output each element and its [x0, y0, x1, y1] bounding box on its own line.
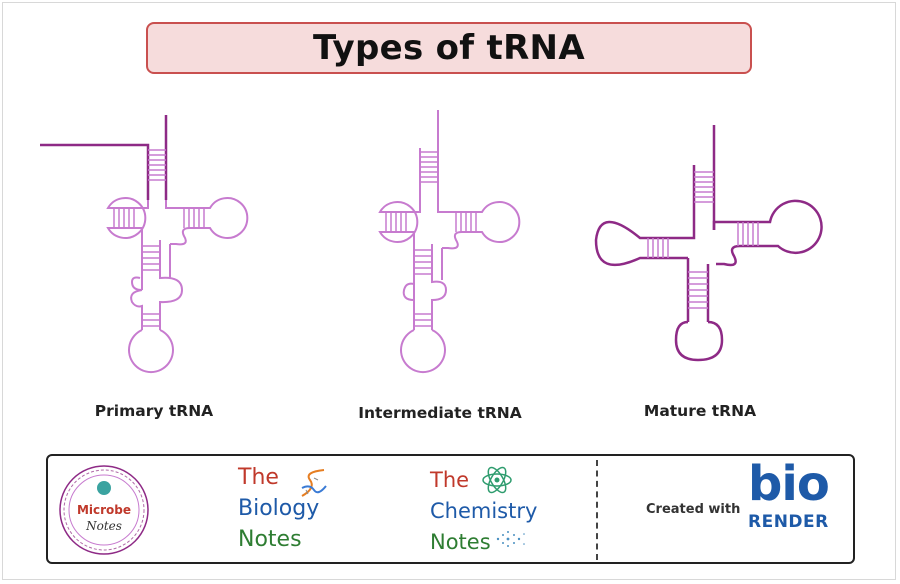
microbe-icon — [97, 481, 111, 495]
mature-anticodon-loop — [674, 320, 724, 362]
biology-notes-word: Notes — [238, 527, 302, 552]
primary-anticodon-stem — [142, 245, 160, 271]
intermediate-trna-structure — [378, 110, 521, 373]
intermediate-trna-label: Intermediate tRNA — [358, 404, 522, 422]
primary-trna-structure — [40, 115, 249, 373]
primary-d-loop — [106, 197, 149, 239]
primary-5-leader — [40, 143, 150, 200]
primary-acceptor-stem — [148, 149, 166, 181]
created-with-text: Created with — [646, 502, 741, 517]
primary-anticodon-loop — [128, 329, 174, 373]
biorender-render: RENDER — [748, 512, 829, 532]
microbe-notes-line1: Microbe — [77, 503, 131, 517]
primary-trna-label: Primary tRNA — [94, 402, 214, 420]
mature-d-loop — [594, 220, 696, 267]
mature-d-stem — [647, 238, 669, 258]
biorender-bio: bio — [748, 456, 830, 512]
biology-word: Biology — [238, 496, 320, 521]
mature-trna-label: Mature tRNA — [643, 402, 757, 420]
title-banner: Types of tRNA — [146, 22, 752, 74]
trna-diagram — [40, 110, 823, 373]
intermediate-acceptor-stem — [420, 151, 438, 183]
atom-icon — [482, 466, 512, 494]
intermediate-d-loop — [378, 201, 421, 243]
primary-intron-right — [159, 240, 184, 310]
biology-the: The — [238, 465, 279, 490]
mature-t-loop — [712, 199, 823, 267]
chemistry-word: Chemistry — [430, 499, 538, 523]
footer-divider — [596, 460, 598, 560]
microbe-notes-logo: Microbe Notes — [59, 465, 149, 555]
microbe-notes-line2: Notes — [85, 519, 122, 533]
intermediate-t-loop — [437, 201, 521, 250]
dna-icon — [301, 469, 327, 497]
particles-icon — [496, 531, 525, 547]
mature-anticodon-stem — [688, 271, 708, 309]
primary-t-stem — [183, 208, 205, 228]
mature-trna-structure — [594, 125, 823, 362]
chemistry-notes-word: Notes — [430, 530, 491, 554]
mature-t-stem — [737, 222, 759, 246]
chemistry-notes-logo: The Chemistry Notes — [430, 465, 537, 558]
footer-logos — [46, 454, 855, 564]
intermediate-t-stem — [455, 212, 477, 232]
chemistry-the: The — [430, 468, 470, 492]
mature-acceptor-stem — [694, 171, 714, 203]
intermediate-d-stem — [385, 212, 407, 232]
intermediate-anticodon-loop — [400, 329, 446, 373]
intermediate-anticodon-stem — [414, 249, 432, 327]
primary-t-loop — [165, 197, 249, 246]
page-title: Types of tRNA — [313, 28, 585, 68]
primary-d-stem — [113, 208, 135, 228]
biology-notes-logo: The Biology Notes — [238, 462, 319, 555]
